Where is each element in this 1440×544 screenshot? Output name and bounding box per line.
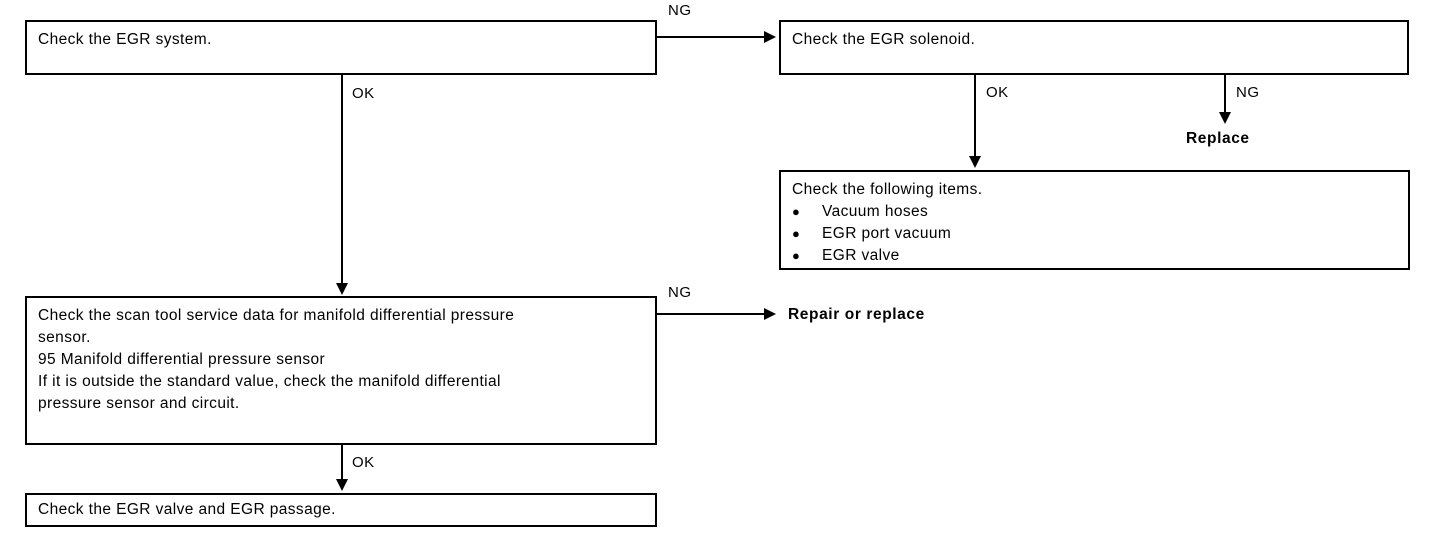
node-check-scan-tool-line-4: If it is outside the standard value, che… — [38, 373, 501, 390]
bullet-icon: ● — [792, 204, 801, 219]
node-check-scan-tool: Check the scan tool service data for man… — [25, 296, 657, 445]
node-check-egr-solenoid: Check the EGR solenoid. — [779, 20, 1409, 75]
node-check-scan-tool-line-1: Check the scan tool service data for man… — [38, 307, 515, 324]
edge-solenoid-ok-line — [974, 75, 976, 158]
node-check-egr-valve-passage: Check the EGR valve and EGR passage. — [25, 493, 657, 527]
node-check-egr-system-label: Check the EGR system. — [38, 31, 212, 48]
node-check-following-items-label: Check the following items. — [792, 181, 983, 198]
list-item: ● EGR port vacuum — [792, 223, 951, 245]
edge-solenoid-ok-arrowhead — [969, 156, 981, 168]
node-check-egr-solenoid-label: Check the EGR solenoid. — [792, 31, 976, 48]
edge-scan-ng-arrowhead — [764, 308, 776, 320]
edge-scan-ng-line — [657, 313, 767, 315]
edge-solenoid-ng-arrowhead — [1219, 112, 1231, 124]
list-item: ● EGR valve — [792, 245, 951, 267]
list-item-label: EGR valve — [822, 247, 900, 264]
edge-system-ok-line — [341, 75, 343, 285]
edge-label-scan-ok: OK — [352, 454, 375, 471]
node-check-egr-valve-passage-label: Check the EGR valve and EGR passage. — [38, 501, 336, 518]
node-check-scan-tool-line-5: pressure sensor and circuit. — [38, 395, 240, 412]
bullet-icon: ● — [792, 248, 801, 263]
following-items-list: ● Vacuum hoses ● EGR port vacuum ● EGR v… — [792, 201, 951, 267]
list-item: ● Vacuum hoses — [792, 201, 951, 223]
edge-solenoid-ng-line — [1224, 75, 1226, 114]
edge-label-solenoid-ng: NG — [1236, 84, 1260, 101]
edge-scan-ok-arrowhead — [336, 479, 348, 491]
edge-label-system-ok: OK — [352, 85, 375, 102]
node-check-egr-system: Check the EGR system. — [25, 20, 657, 75]
edge-label-system-ng: NG — [668, 2, 692, 19]
edge-label-solenoid-ok: OK — [986, 84, 1009, 101]
node-check-scan-tool-line-3: 95 Manifold differential pressure sensor — [38, 351, 326, 368]
list-item-label: EGR port vacuum — [822, 225, 952, 242]
edge-system-ng-arrowhead — [764, 31, 776, 43]
edge-system-ok-arrowhead — [336, 283, 348, 295]
edge-system-ng-line — [657, 36, 767, 38]
bullet-icon: ● — [792, 226, 801, 241]
edge-label-scan-ng: NG — [668, 284, 692, 301]
node-check-scan-tool-line-2: sensor. — [38, 329, 91, 346]
edge-scan-ok-line — [341, 445, 343, 481]
node-check-following-items: Check the following items. ● Vacuum hose… — [779, 170, 1410, 270]
terminal-repair-or-replace: Repair or replace — [788, 306, 925, 323]
list-item-label: Vacuum hoses — [822, 203, 929, 220]
terminal-replace: Replace — [1186, 130, 1250, 147]
